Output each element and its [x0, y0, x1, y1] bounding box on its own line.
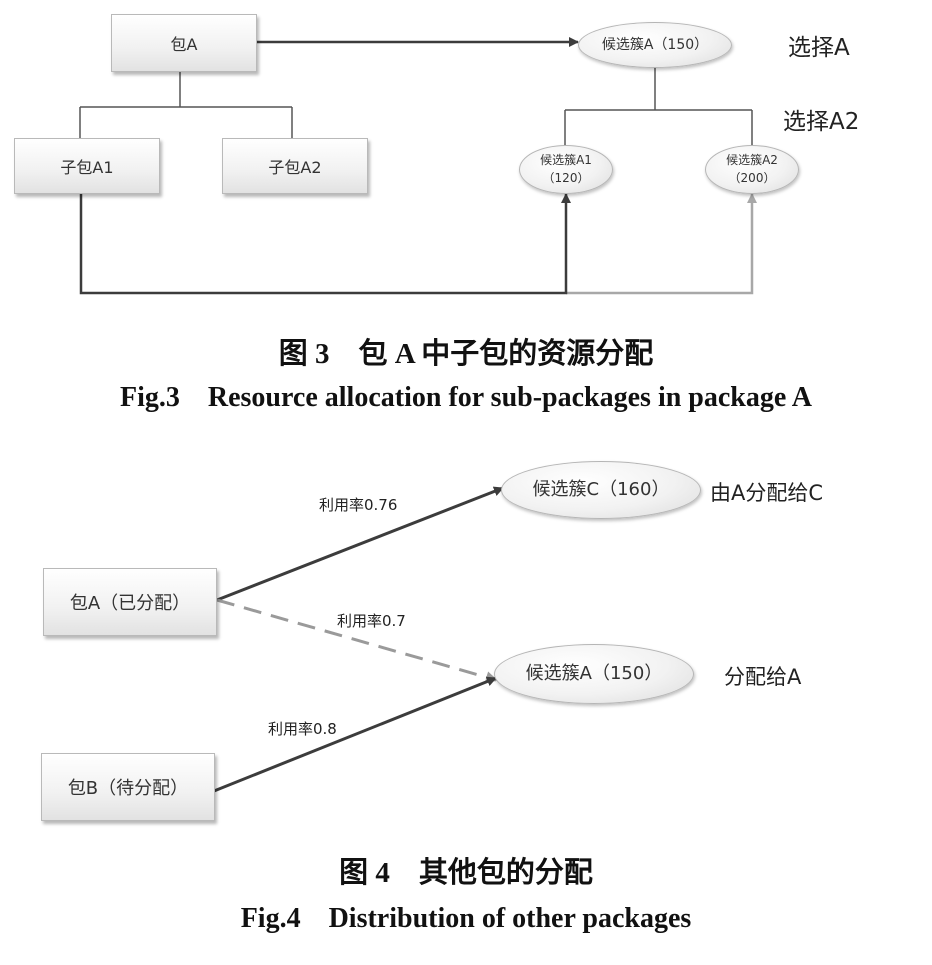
candidate-cluster-a-label: 候选簇A（150） [601, 36, 709, 53]
sub-package-a1-box: 子包A1 [14, 138, 160, 194]
note-allocate-to-a: 分配给A [724, 665, 802, 689]
package-a-allocated-box: 包A（已分配） [43, 568, 217, 636]
utilization-a-to-c: 利用率0.76 [319, 496, 398, 514]
sub-package-a2-label: 子包A2 [268, 158, 322, 177]
candidate-cluster-c-label: 候选簇C（160） [532, 478, 670, 500]
figure4-caption-cn: 图 4 其他包的分配 [339, 857, 593, 889]
package-a-allocated-label: 包A（已分配） [69, 593, 191, 614]
utilization-a-to-a: 利用率0.7 [337, 612, 406, 630]
sub-package-a2-box: 子包A2 [222, 138, 368, 194]
note-select-a: 选择A [788, 35, 850, 61]
candidate-cluster-a1-ellipse: 候选簇A1 （120） [519, 145, 613, 194]
arrow-package-a-to-candidate-a-dashed [216, 598, 498, 684]
figure4-caption-en: Fig.4 Distribution of other packages [240, 903, 692, 934]
candidate-cluster-a2-name: 候选簇A2 [726, 153, 778, 168]
candidate-cluster-a1-size: （120） [542, 170, 590, 185]
candidate-cluster-a2-size: （200） [728, 170, 776, 185]
utilization-b-to-a: 利用率0.8 [268, 720, 337, 738]
arrow-sub-a1-to-candidate-a1 [79, 193, 571, 295]
package-a-label: 包A [170, 35, 198, 54]
arrow-package-b-to-candidate-a [213, 676, 497, 793]
sub-package-a1-label: 子包A1 [60, 158, 114, 177]
note-select-a2: 选择A2 [783, 109, 860, 135]
candidate-cluster-a-ellipse: 候选簇A（150） [578, 22, 732, 68]
arrow-package-a-to-candidate-c [216, 486, 504, 602]
candidate-cluster-c-ellipse: 候选簇C（160） [501, 461, 701, 519]
package-b-pending-label: 包B（待分配） [67, 778, 189, 799]
candidate-cluster-a-fig4-ellipse: 候选簇A（150） [494, 644, 694, 704]
note-allocated-a-to-c: 由A分配给C [710, 481, 824, 505]
package-a-box: 包A [111, 14, 257, 72]
figure3-caption-en: Fig.3 Resource allocation for sub-packag… [120, 382, 812, 413]
candidate-cluster-a2-ellipse: 候选簇A2 （200） [705, 145, 799, 194]
candidate-cluster-a1-name: 候选簇A1 [540, 153, 592, 168]
candidate-cluster-a-fig4-label: 候选簇A（150） [525, 662, 663, 684]
figure3-caption-cn: 图 3 包 A 中子包的资源分配 [278, 338, 654, 370]
arrow-sub-a1-to-candidate-a2 [566, 193, 757, 295]
package-b-pending-box: 包B（待分配） [41, 753, 215, 821]
